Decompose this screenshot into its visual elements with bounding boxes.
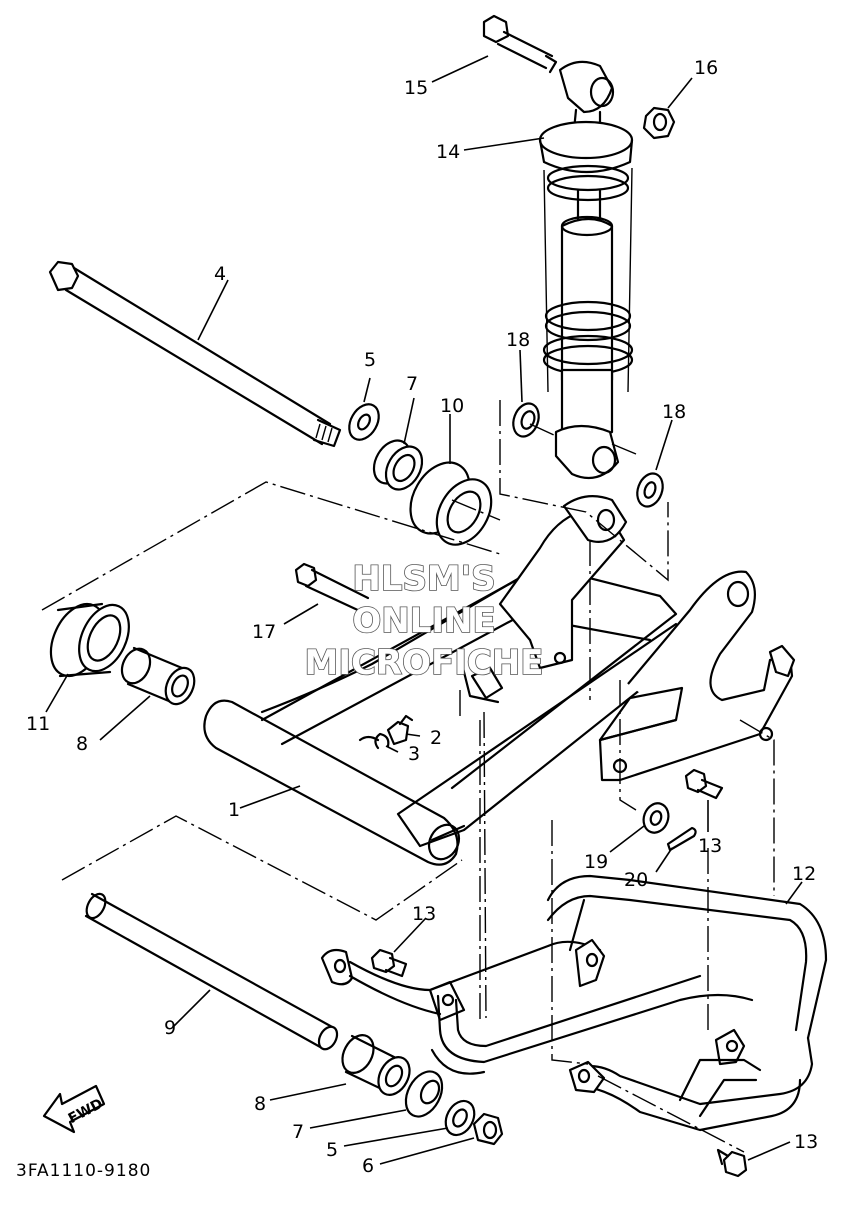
assembly-lines bbox=[41, 400, 775, 1153]
pivot-bolt bbox=[48, 260, 342, 448]
bolt-13-left bbox=[370, 948, 408, 978]
bushing-top bbox=[409, 461, 493, 546]
label-1: 1 bbox=[228, 799, 240, 821]
label-8-top: 8 bbox=[76, 733, 88, 755]
leader-lines bbox=[45, 55, 803, 1165]
label-16: 16 bbox=[694, 57, 718, 79]
lower-shaft bbox=[84, 892, 339, 1051]
label-12: 12 bbox=[792, 863, 816, 885]
label-5-top: 5 bbox=[364, 349, 376, 371]
washer-lower bbox=[444, 1099, 476, 1137]
washer-19 bbox=[642, 802, 670, 834]
label-3: 3 bbox=[408, 743, 420, 765]
label-13-left: 13 bbox=[412, 903, 436, 925]
shock-upper-bolt bbox=[482, 14, 558, 74]
retaining-clip bbox=[374, 732, 390, 750]
label-19: 19 bbox=[584, 851, 608, 873]
label-13-right: 13 bbox=[698, 835, 722, 857]
label-15: 15 bbox=[404, 77, 428, 99]
collar-right bbox=[636, 472, 664, 508]
shock-absorber bbox=[538, 60, 634, 480]
grease-nipple bbox=[386, 714, 414, 746]
part-numbers: 4 5 7 10 15 14 16 18 18 11 8 17 1 2 3 19… bbox=[26, 57, 818, 1177]
collar-left bbox=[512, 402, 540, 438]
label-9: 9 bbox=[164, 1017, 176, 1039]
label-18-left: 18 bbox=[506, 329, 530, 351]
label-7-bottom: 7 bbox=[292, 1121, 304, 1143]
label-4: 4 bbox=[214, 263, 226, 285]
bracket-bolt bbox=[294, 562, 370, 614]
label-10: 10 bbox=[440, 395, 464, 417]
forward-arrow-icon: FWD bbox=[42, 1084, 106, 1134]
watermark-line3: MICROFICHE bbox=[304, 643, 543, 683]
frame-bracket bbox=[598, 570, 796, 782]
label-20: 20 bbox=[624, 869, 648, 891]
swingarm bbox=[203, 495, 692, 866]
label-8-bottom: 8 bbox=[254, 1093, 266, 1115]
collar-bushing-lower bbox=[341, 1034, 411, 1096]
label-18-right: 18 bbox=[662, 401, 686, 423]
rear-bumper bbox=[320, 874, 828, 1132]
bearing-top bbox=[372, 439, 424, 491]
label-11: 11 bbox=[26, 713, 50, 735]
label-6: 6 bbox=[362, 1155, 374, 1177]
cotter-pin bbox=[666, 826, 697, 852]
diagram-code: 3FA1110-9180 bbox=[16, 1161, 151, 1181]
watermark-line2: ONLINE bbox=[352, 601, 495, 641]
bolt-13-right bbox=[684, 768, 724, 800]
bolt-13-bottom bbox=[716, 1148, 748, 1178]
watermark: HLSM'S ONLINE MICROFICHE bbox=[304, 558, 545, 684]
shock-upper-nut bbox=[642, 106, 676, 140]
washer-top bbox=[348, 403, 380, 441]
bearing-lower bbox=[404, 1070, 444, 1118]
label-7-top: 7 bbox=[406, 373, 418, 395]
bushing-left bbox=[49, 602, 130, 678]
watermark-line1: HLSM'S bbox=[352, 559, 495, 599]
label-2: 2 bbox=[430, 727, 442, 749]
collar-bushing-left bbox=[120, 646, 196, 706]
nut-lower bbox=[472, 1112, 504, 1146]
label-13-bottom: 13 bbox=[794, 1131, 818, 1153]
label-17: 17 bbox=[252, 621, 276, 643]
label-5-bottom: 5 bbox=[326, 1139, 338, 1161]
label-14: 14 bbox=[436, 141, 460, 163]
